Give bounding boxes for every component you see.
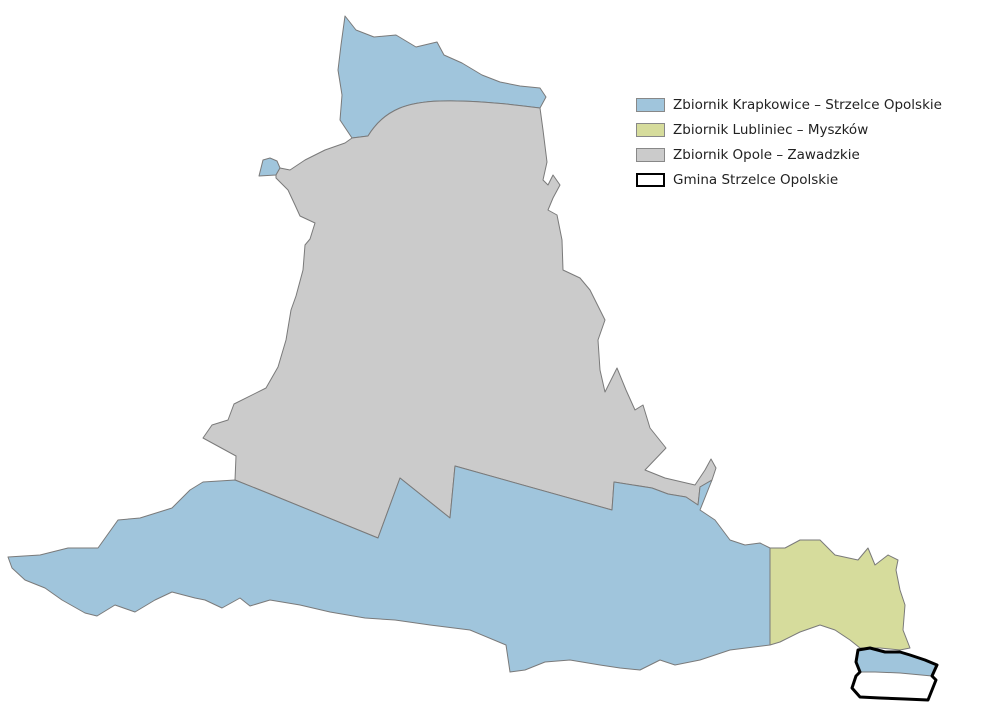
legend-label: Zbiornik Opole – Zawadzkie <box>673 146 860 163</box>
legend-label: Zbiornik Lubliniec – Myszków <box>673 121 869 138</box>
legend-item-gmina-strzelce: Gmina Strzelce Opolskie <box>636 167 976 192</box>
legend-swatch-grey <box>636 147 665 162</box>
legend-item-krapkowice-strzelce: Zbiornik Krapkowice – Strzelce Opolskie <box>636 92 976 117</box>
legend-label: Zbiornik Krapkowice – Strzelce Opolskie <box>673 96 942 113</box>
legend-label: Gmina Strzelce Opolskie <box>673 171 839 188</box>
legend-item-lubliniec-myszkow: Zbiornik Lubliniec – Myszków <box>636 117 976 142</box>
legend-swatch-outline <box>636 172 665 187</box>
region-lubliniec-myszkow <box>769 539 911 651</box>
legend-swatch-green <box>636 122 665 137</box>
legend-item-opole-zawadzkie: Zbiornik Opole – Zawadzkie <box>636 142 976 167</box>
legend-swatch-blue <box>636 97 665 112</box>
gmina-strzelce-outline <box>850 646 939 702</box>
region-opole-zawadzkie <box>202 100 717 539</box>
map-legend: Zbiornik Krapkowice – Strzelce Opolskie … <box>636 92 976 192</box>
region-krapkowice-south-band <box>7 465 771 673</box>
